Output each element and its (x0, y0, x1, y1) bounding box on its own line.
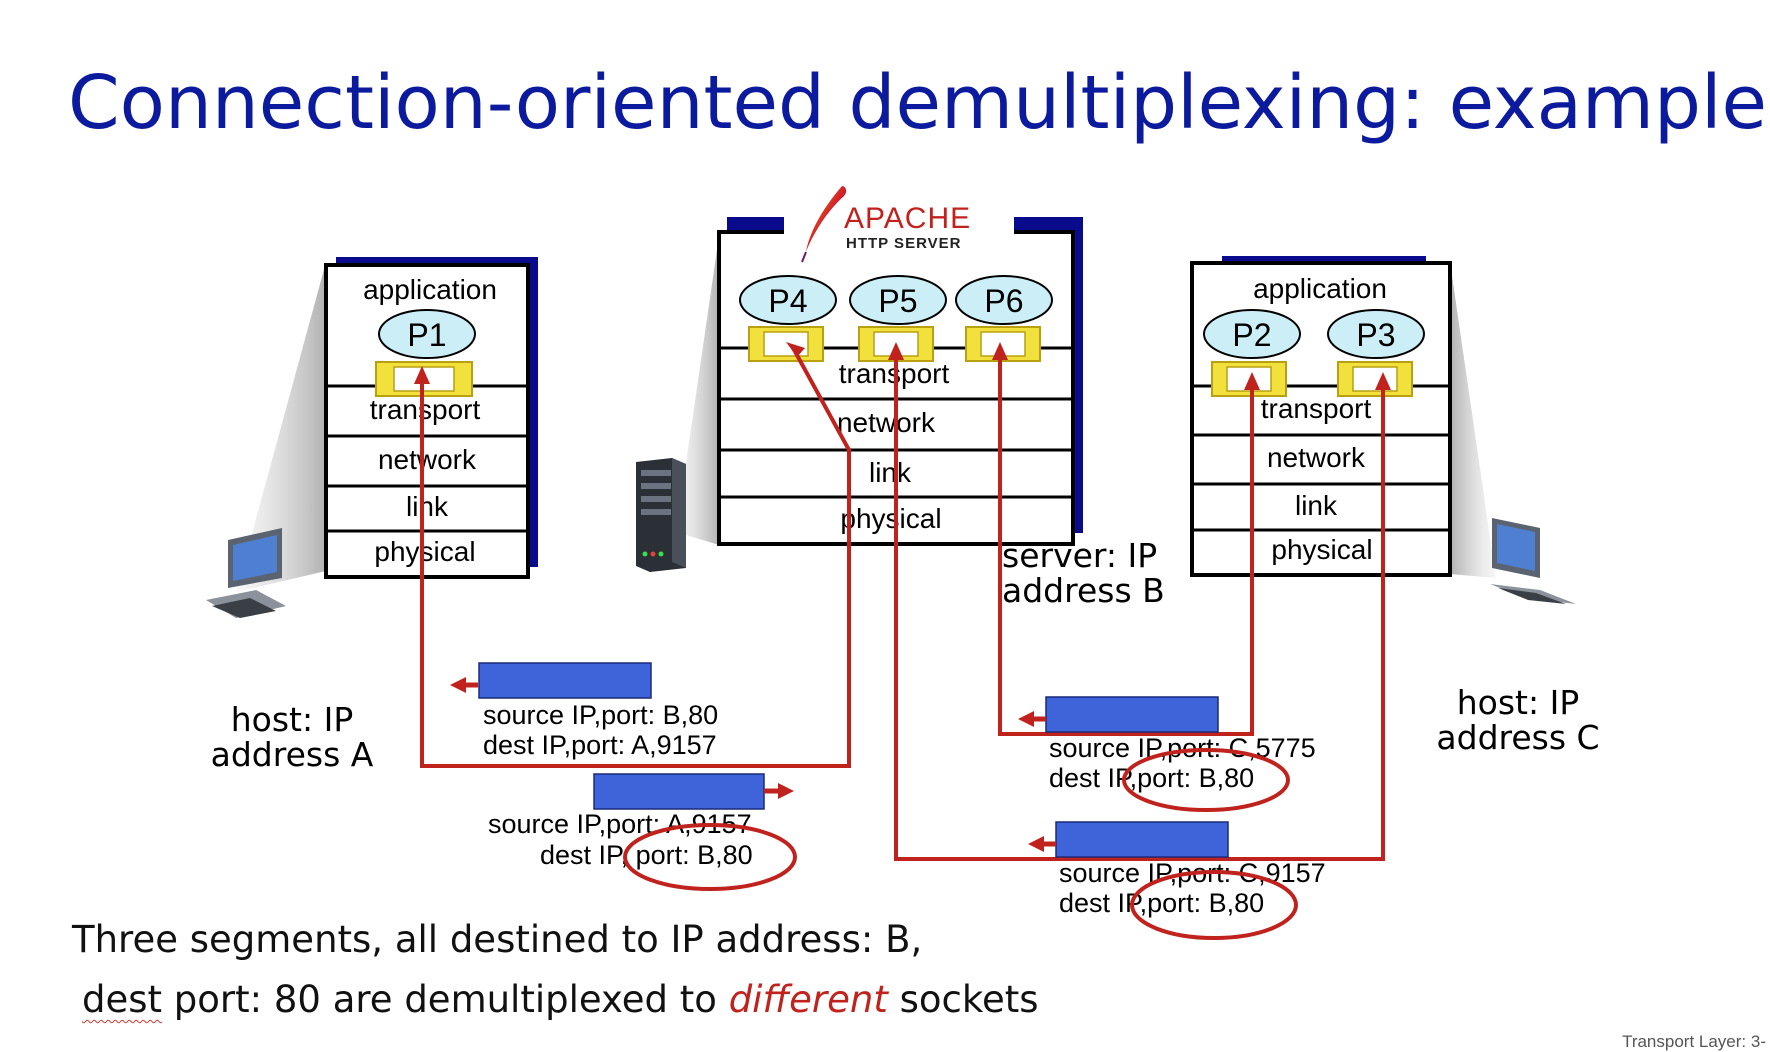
process-p5-label: P5 (878, 283, 917, 319)
host-a-layer-transport: transport (370, 394, 481, 425)
segment-4-box (1055, 821, 1229, 858)
server-layer-link: link (869, 457, 912, 488)
host-c-computer-icon (1490, 518, 1576, 604)
server: transport network link physical P4 P5 P6… (636, 186, 1165, 610)
segment-1-dest: dest IP,port: A,9157 (483, 730, 717, 760)
caption-dest-word: dest (82, 978, 163, 1021)
host-c-label-line1: host: IP (1457, 683, 1579, 722)
host-c-layer-network: network (1267, 442, 1366, 473)
path-c5775-to-p6 (998, 355, 1254, 736)
host-c: application transport network link physi… (1190, 256, 1600, 757)
process-p1 (378, 309, 476, 359)
slide-title: Connection-oriented demultiplexing: exam… (68, 60, 1768, 146)
segment-4: source IP,port: C,9157 dest IP,port: B,8… (1028, 821, 1326, 940)
path-c9157-to-p5 (894, 355, 1385, 861)
segment-2: source IP,port: A,9157 dest IP, port: B,… (488, 773, 797, 891)
segment-1-source: source IP,port: B,80 (483, 700, 718, 730)
host-a-layer-physical: physical (374, 536, 475, 567)
apache-logo: APACHE HTTP SERVER (801, 186, 971, 263)
segment-1-box (478, 662, 652, 699)
caption-line-1: Three segments, all destined to IP addre… (72, 918, 922, 961)
segment-3-port-highlight (1122, 748, 1290, 812)
segment-3: source IP,port: C,5775 dest IP,port: B,8… (1018, 696, 1316, 812)
host-a-layer-link: link (406, 491, 449, 522)
segment-3-source: source IP,port: C,5775 (1049, 733, 1316, 763)
segment-1-arrow (450, 677, 466, 693)
segment-1: source IP,port: B,80 dest IP,port: A,915… (450, 662, 718, 760)
path-p4-arrowhead (786, 342, 805, 357)
socket-p4 (748, 326, 824, 362)
process-p2-label: P2 (1232, 317, 1271, 353)
process-p5 (849, 275, 947, 325)
process-p6 (955, 275, 1053, 325)
segment-3-arrow (1018, 711, 1034, 727)
server-layer-physical: physical (840, 503, 941, 534)
server-layer-network: network (837, 407, 936, 438)
process-p3 (1327, 309, 1425, 359)
caption-emphasis: different (728, 978, 888, 1021)
path-a-to-p4 (420, 345, 851, 768)
apache-logo-name: APACHE (844, 202, 971, 235)
path-p2-arrowhead (1244, 372, 1260, 390)
caption-line-2: dest port: 80 are demultiplexed to diffe… (82, 978, 1039, 1021)
caption-line-2-middle: port: 80 are demultiplexed to (162, 978, 729, 1021)
host-a-layer-network: network (378, 444, 477, 475)
socket-p3 (1337, 361, 1413, 397)
host-a-label-line2: address A (211, 735, 374, 774)
process-p3-label: P3 (1356, 317, 1395, 353)
segment-4-arrow (1028, 836, 1044, 852)
process-p2 (1203, 309, 1301, 359)
segment-2-dest: dest IP, port: B,80 (540, 840, 753, 870)
path-p5-arrowhead (888, 342, 904, 360)
segment-2-arrow (778, 783, 794, 799)
host-a-beam (236, 262, 326, 592)
host-a: application transport network link physi… (206, 257, 538, 774)
server-tower-icon (636, 458, 686, 572)
process-p1-label: P1 (407, 317, 446, 353)
segment-paths (414, 342, 1391, 861)
host-c-layer-transport: transport (1261, 393, 1372, 424)
path-p6-arrowhead (992, 342, 1008, 360)
segment-2-box (593, 773, 765, 810)
slide-footer: Transport Layer: 3- (1622, 1032, 1766, 1051)
server-beam (676, 236, 719, 545)
apache-logo-tagline: HTTP SERVER (846, 235, 961, 252)
segment-3-box (1045, 696, 1219, 733)
process-p4 (739, 275, 837, 325)
segment-3-dest: dest IP,port: B,80 (1049, 763, 1254, 793)
host-c-layer-physical: physical (1271, 534, 1372, 565)
process-p4-label: P4 (768, 283, 807, 319)
process-p6-label: P6 (984, 283, 1023, 319)
host-a-layer-application: application (363, 274, 497, 305)
host-c-label-line2: address C (1436, 718, 1599, 757)
host-c-layer-link: link (1295, 490, 1338, 521)
caption-line-1-text: Three segments, all destined to IP addre… (72, 918, 923, 961)
segment-4-dest: dest IP,port: B,80 (1059, 888, 1264, 918)
segment-4-port-highlight (1130, 870, 1298, 940)
host-c-layer-application: application (1253, 273, 1387, 304)
server-label-line2: address B (1002, 571, 1165, 610)
path-p3-arrowhead (1375, 372, 1391, 390)
segment-2-port-highlight (623, 823, 797, 891)
apache-feather-icon (806, 186, 847, 252)
host-a-computer-icon (206, 528, 286, 618)
host-a-label-line1: host: IP (231, 700, 353, 739)
caption-line-2-end: sockets (887, 978, 1039, 1021)
host-c-beam (1450, 262, 1496, 578)
path-a-arrowhead (414, 366, 430, 384)
server-label-line1: server: IP (1002, 536, 1157, 575)
